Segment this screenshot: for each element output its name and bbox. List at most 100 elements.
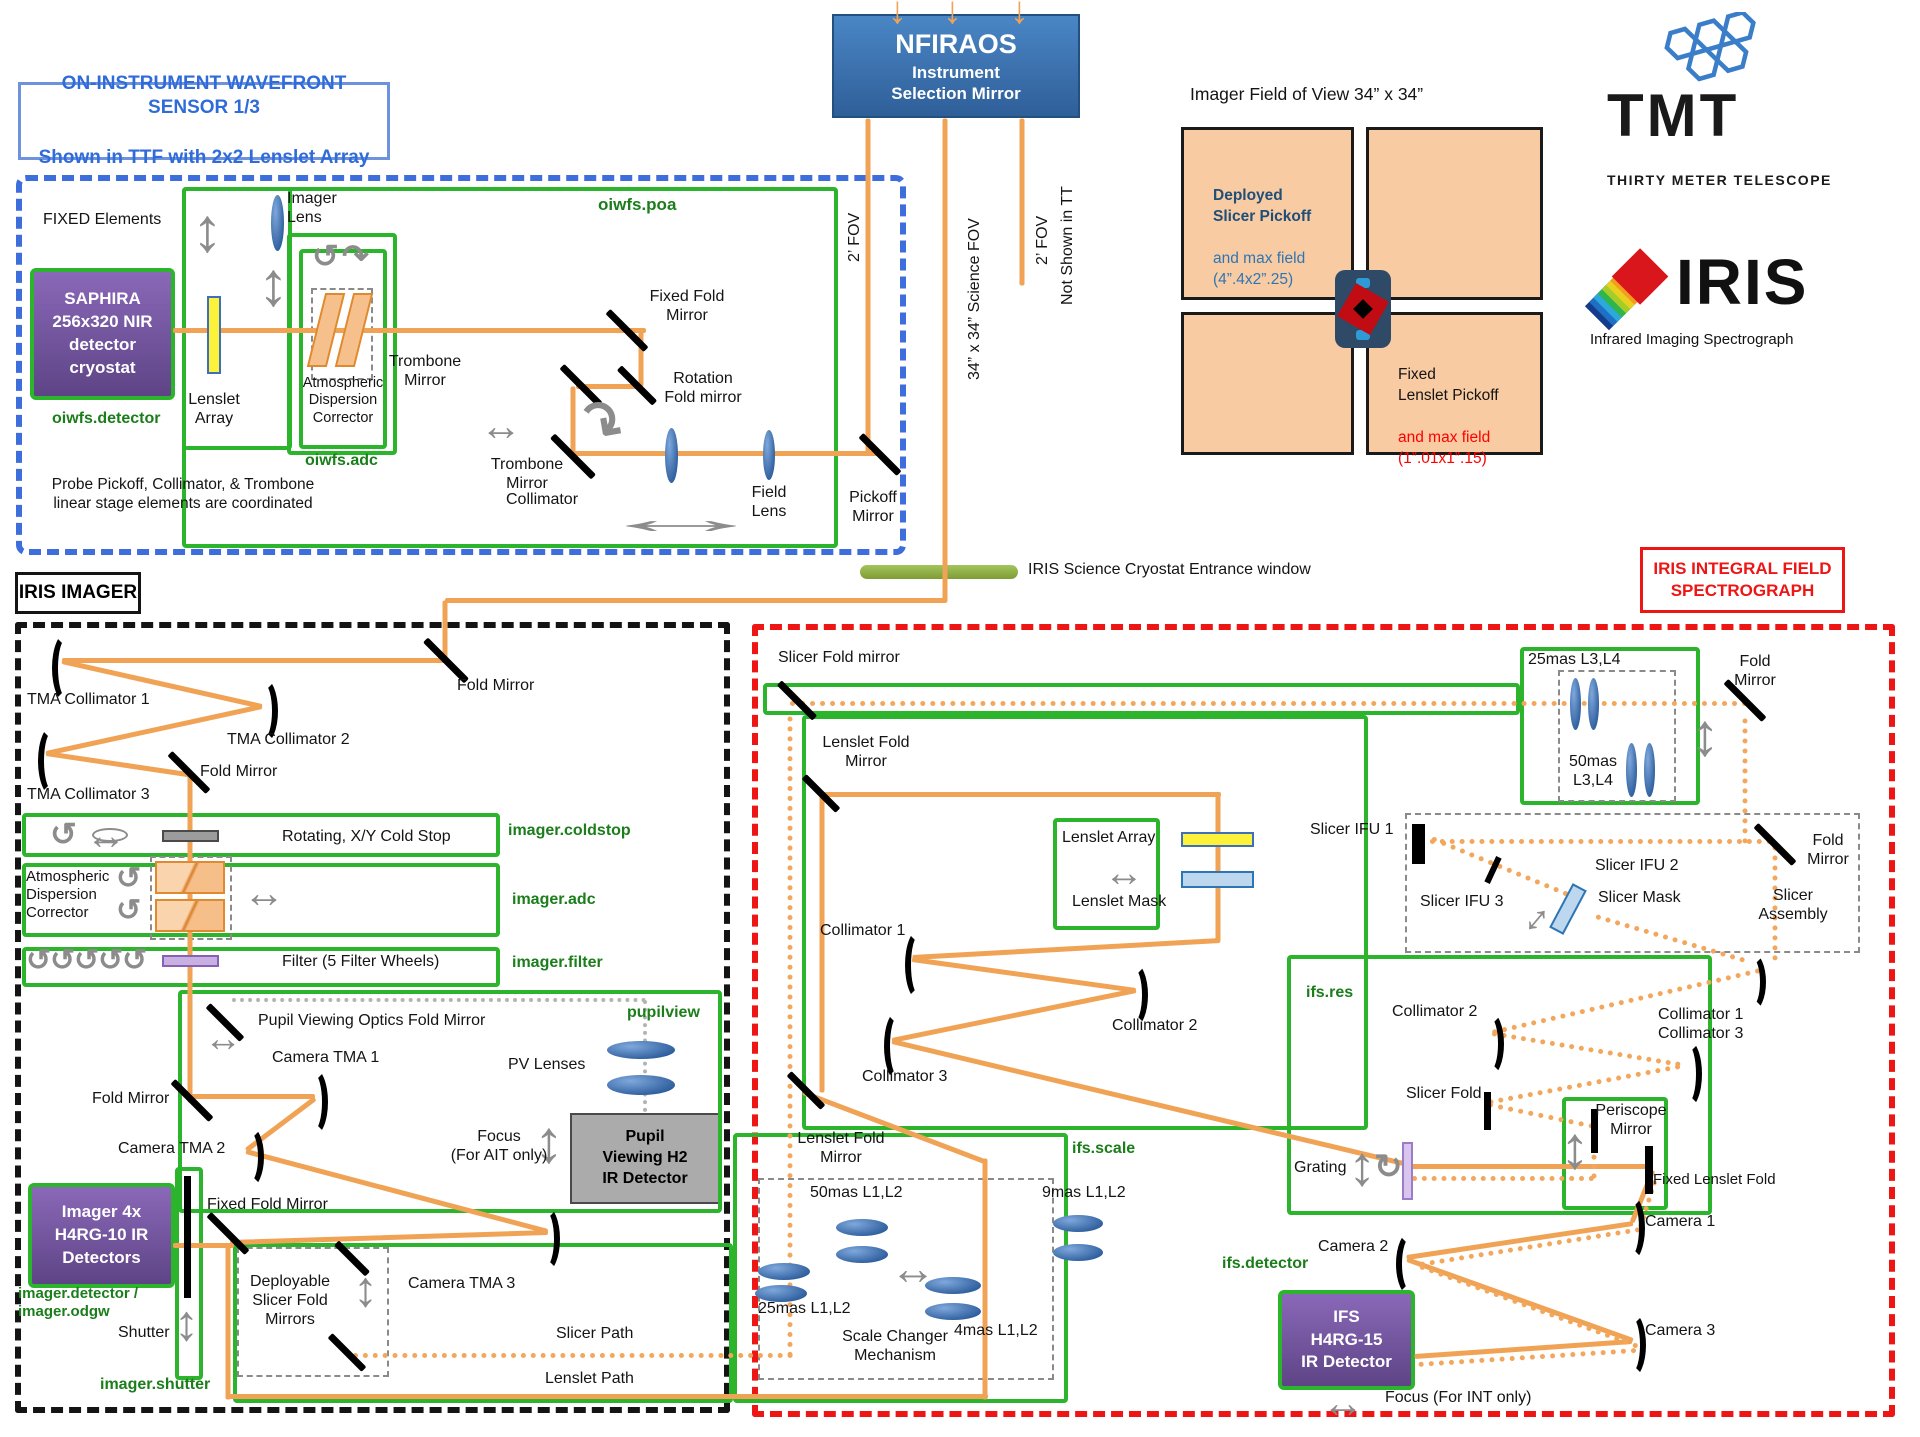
beam-segment: [173, 328, 646, 333]
pupil-detector-box: Pupil Viewing H2 IR Detector: [570, 1113, 720, 1204]
4mas-l2: [925, 1303, 981, 1320]
pupil-detector-text: Pupil Viewing H2 IR Detector: [602, 1128, 688, 1187]
collimator-lens: [665, 428, 678, 483]
lenslet-array-label: Lenslet Array: [1062, 829, 1156, 846]
oiwfs-detector-code: oiwfs.detector: [52, 410, 161, 427]
ifs-collimator-2-mirror: [1121, 963, 1148, 1027]
fov-square-tr: [1366, 127, 1543, 300]
mas25-l12-label: 25mas L1,L2: [758, 1300, 851, 1317]
fov-square-br: [1366, 312, 1543, 455]
grating-label: Grating: [1294, 1159, 1347, 1176]
rotation-arrow-icon: ↺: [74, 944, 100, 977]
stage-arrow-icon: ↕: [258, 250, 289, 319]
imager-adc-prism: [155, 861, 225, 894]
xy-stage-icon: [92, 828, 128, 842]
beam-segment: [62, 658, 448, 663]
beam-segment: [1019, 118, 1025, 286]
stage-arrow-icon: ↕: [534, 1108, 564, 1175]
camera-1-label: Camera 1: [1645, 1213, 1716, 1230]
imager-adc-prism: [155, 899, 225, 932]
beam-arrow-icon: ↓: [888, 0, 907, 32]
4mas-l1: [925, 1277, 981, 1294]
shutter-box: [175, 1167, 203, 1380]
lenslet-array-element: [1181, 832, 1254, 847]
camera-tma-3-mirror: [532, 1206, 560, 1272]
fixed-lenslet-fold-label: Fixed Lenslet Fold: [1653, 1171, 1776, 1188]
nfiraos-line2: Instrument: [912, 62, 1000, 82]
imager-detector-text: Imager 4x H4RG-10 IR Detectors: [54, 1202, 149, 1267]
ifs-detector-text: IFS H4RG-15 IR Detector: [1301, 1306, 1392, 1372]
fov-deployed-label: Deployed Slicer Pickoff and max field (4…: [1213, 165, 1311, 291]
dotted-beam-segment: [790, 701, 1748, 706]
slicer-mask-label: Slicer Mask: [1598, 889, 1681, 906]
ifs-camera-1-mirror: [1618, 1195, 1645, 1261]
shutter-blade: [184, 1176, 191, 1298]
beam-segment: [573, 451, 881, 456]
imager-shutter-code: imager.shutter: [100, 1376, 211, 1393]
ifs-title: IRIS INTEGRAL FIELD SPECTROGRAPH: [1653, 558, 1832, 600]
ifs-title-box: IRIS INTEGRAL FIELD SPECTROGRAPH: [1640, 547, 1845, 613]
stage-arrow-icon: ↔: [890, 1242, 936, 1294]
imager-lens-label: Imager Lens: [287, 190, 337, 227]
slicer-ifu-1-label: Slicer IFU 1: [1310, 821, 1394, 838]
fold-mirror-imager-mid-label: Fold Mirror: [200, 763, 278, 780]
coldstop-label: Rotating, X/Y Cold Stop: [282, 828, 451, 845]
lenslet-optics-box: [802, 715, 1368, 1130]
cold-stop-element: [162, 830, 219, 842]
collimator-2-lenslet-label: Collimator 2: [1112, 1017, 1198, 1034]
oiwfs-adc-code: oiwfs.adc: [305, 452, 378, 469]
science-fov-label: 34” x 34” Science FOV: [966, 218, 983, 380]
scale-changer-box: [758, 1178, 1054, 1380]
9mas-l1: [1053, 1215, 1103, 1232]
collimator-1-lenslet-label: Collimator 1: [820, 922, 906, 939]
oiwfs-poa-code: oiwfs.poa: [598, 195, 677, 214]
stage-arrow-icon: ↕: [1560, 1114, 1590, 1181]
oiwfs-adc-prism-box: [311, 288, 373, 380]
tma-collimator-2-mirror: [250, 678, 278, 744]
fixed-fold-mirror-imager-label: Fixed Fold Mirror: [207, 1196, 328, 1213]
beam-segment: [226, 1394, 988, 1399]
slicer-fold-2-label: Slicer Fold: [1406, 1085, 1482, 1102]
ifs-detector-box: IFS H4RG-15 IR Detector: [1278, 1290, 1415, 1390]
grating-element: [1402, 1142, 1413, 1200]
ifs-scale-code: ifs.scale: [1072, 1140, 1136, 1157]
iris-imager-title: IRIS IMAGER: [18, 581, 138, 603]
slicer-path-label: Slicer Path: [556, 1325, 634, 1342]
rotation-arrow-icon: ↺: [116, 894, 142, 927]
periscope-mirror-bar: [1591, 1109, 1598, 1153]
tma-collimator-1-label: TMA Collimator 1: [27, 691, 150, 708]
iris-imager-title-box: IRIS IMAGER: [15, 572, 141, 614]
imager-adc-box: [22, 863, 500, 937]
stage-arrow-icon: ↔: [1322, 1379, 1364, 1426]
imager-filter-code: imager.filter: [512, 954, 603, 971]
deploy-lenslet-box: [233, 1243, 733, 1403]
slicer-ifu-3-label: Slicer IFU 3: [1420, 893, 1504, 910]
ifs-collimator-1-mirror: [905, 930, 932, 1000]
oiwfs-title-box: ON-INSTRUMENT WAVEFRONT SENSOR 1/3 Shown…: [18, 73, 390, 168]
entrance-window-element: [860, 565, 1018, 579]
beam-segment: [982, 1158, 988, 1400]
ifs-region: [752, 624, 1895, 1417]
mas50-l12-label: 50mas L1,L2: [810, 1184, 903, 1201]
pupilview-code: pupilview: [627, 1004, 700, 1021]
trombone-mirror-1-label: Trombone Mirror: [388, 353, 462, 390]
beam-segment: [187, 773, 193, 1103]
slicer-channel-box: [763, 683, 1520, 715]
saphira-detector-box: SAPHIRA 256x320 NIR detector cryostat: [30, 268, 175, 400]
dotted-beam-segment: [1420, 839, 1772, 844]
entrance-window-label: IRIS Science Cryostat Entrance window: [1028, 561, 1311, 578]
stage-arrow-icon: ↔: [480, 402, 522, 449]
oiwfs-title-line2: Shown in TTF with 2x2 Lenslet Array: [38, 146, 370, 168]
deployable-label: Deployable Slicer Fold Mirrors: [249, 1273, 331, 1329]
imager-region: [15, 622, 730, 1413]
oiwfs-adc-inner-box: [299, 249, 387, 449]
9mas-l2: [1053, 1244, 1103, 1261]
stage-arrow-icon: ↕: [192, 196, 223, 265]
beam-segment: [819, 792, 825, 1093]
pupilview-box: [178, 990, 722, 1213]
oiwfs-adc-outer-box: [287, 233, 397, 455]
pv-lens-2: [607, 1075, 675, 1095]
fov-square-bl: [1181, 312, 1354, 455]
fov-deployed-line1: Deployed Slicer Pickoff: [1213, 186, 1312, 225]
beam-segment: [820, 792, 1221, 797]
